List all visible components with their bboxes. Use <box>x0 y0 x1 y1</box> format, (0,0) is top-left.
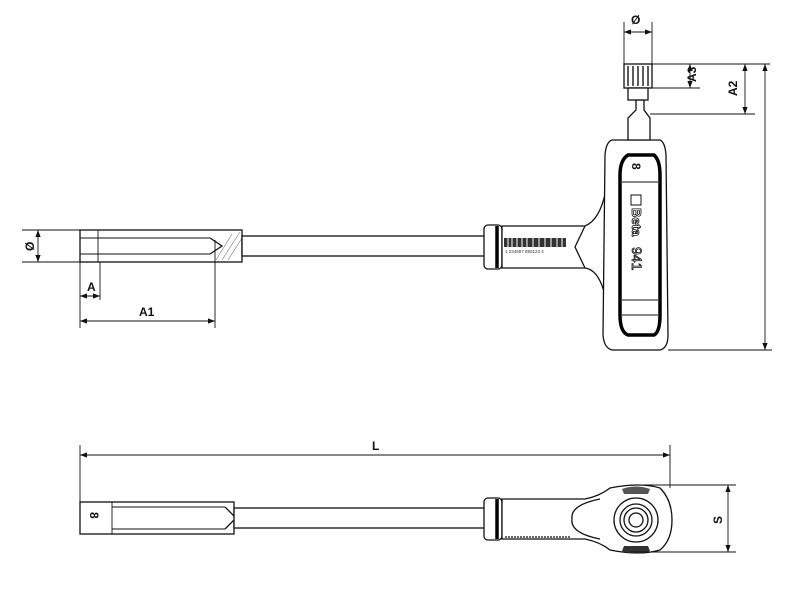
s-label: S <box>711 516 725 524</box>
a3-label: A3 <box>685 66 699 82</box>
side-shaft <box>233 507 487 529</box>
a-label: A <box>87 280 96 294</box>
a2-label: A2 <box>726 80 740 96</box>
top-dimensions: Ø A3 A2 Ø A A1 <box>22 13 772 351</box>
left-diameter-label: Ø <box>23 242 37 251</box>
collar <box>483 224 503 270</box>
handle-grip <box>618 153 662 337</box>
top-diameter-label: Ø <box>631 13 640 27</box>
barcode-number: 1 234567 890123 4 <box>505 249 544 254</box>
length-label: L <box>372 439 379 453</box>
brand-label: Beta <box>629 208 644 237</box>
model-label: 941 <box>629 247 645 271</box>
side-size-label: 8 <box>87 512 101 519</box>
a1-label: A1 <box>139 305 155 319</box>
beta-logo-icon <box>630 194 642 206</box>
side-dimensions: L S <box>79 439 736 553</box>
bit-neck <box>627 99 651 141</box>
side-view: 8 <box>79 484 673 554</box>
top-view: 1 234567 890123 4 8 Beta 941 <box>79 63 669 351</box>
barcode: 1 234567 890123 4 <box>504 238 566 254</box>
shaft <box>241 235 487 257</box>
handle-size-label: 8 <box>629 163 643 170</box>
